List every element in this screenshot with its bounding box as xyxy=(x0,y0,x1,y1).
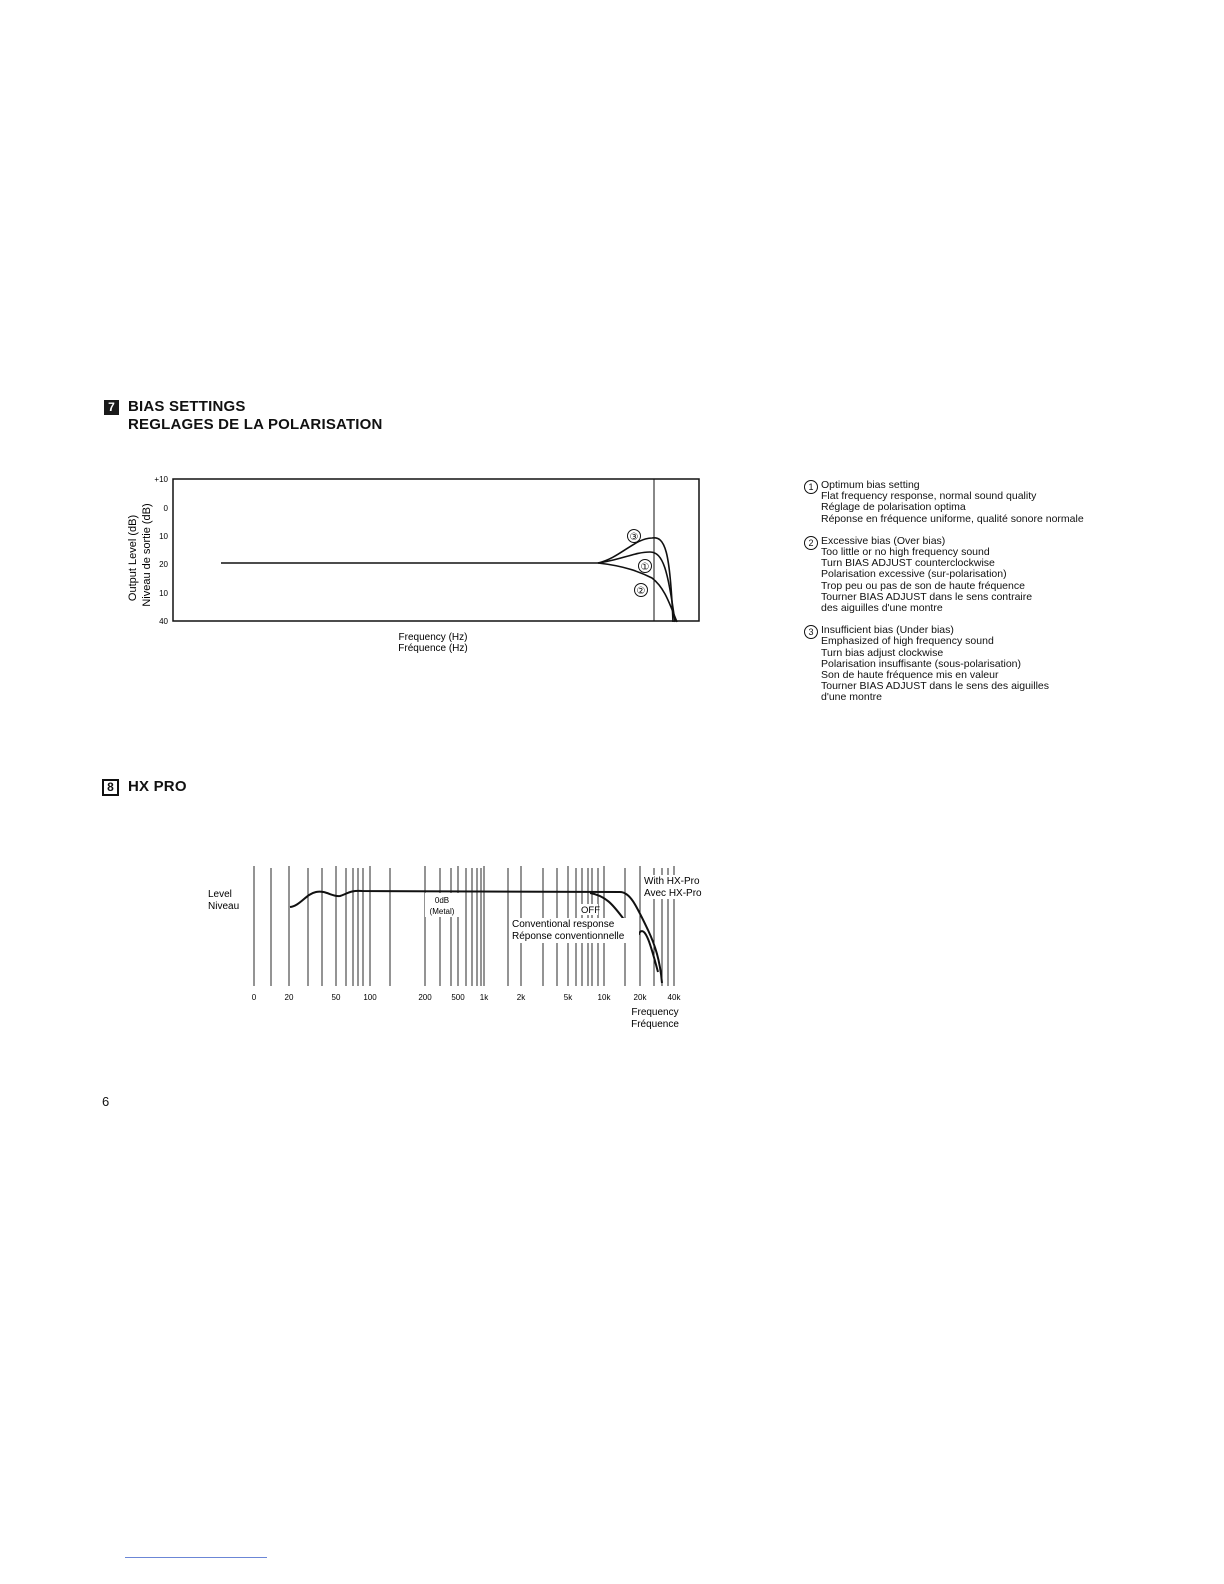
bias-marker-1-label: ① xyxy=(641,562,650,573)
bias-legend-line: Turn bias adjust clockwise xyxy=(821,646,944,659)
hx-x-tick: 0 xyxy=(252,993,257,1002)
section-7-title-en: BIAS SETTINGS xyxy=(128,398,246,415)
bias-curve-2-over xyxy=(597,562,678,623)
hx-x-tick: 500 xyxy=(451,993,465,1002)
bias-legend-item-2: 2 Excessive bias (Over bias) Too little … xyxy=(804,534,1114,615)
hx-x-tick: 5k xyxy=(564,993,573,1002)
bias-legend-line: Emphasized of high frequency sound xyxy=(821,635,994,648)
hx-x-tick: 200 xyxy=(418,993,432,1002)
hx-ref-label: 0dB xyxy=(435,896,449,905)
bias-y-tick: 20 xyxy=(159,560,168,569)
bias-y-tick: 0 xyxy=(164,504,169,513)
bias-legend-line: Excessive bias (Over bias) xyxy=(821,534,946,547)
bias-y-tick: 10 xyxy=(159,589,168,598)
hx-level-en: Level xyxy=(208,889,232,900)
bias-legend: 1 Optimum bias setting Flat frequency re… xyxy=(804,479,1114,704)
bias-legend-line: Too little or no high frequency sound xyxy=(821,546,990,559)
section-8-number: 8 xyxy=(102,779,119,796)
hx-x-label-en: Frequency xyxy=(631,1007,678,1018)
bias-legend-item-3: 3 Insufficient bias (Under bias) Emphasi… xyxy=(804,625,1114,703)
bias-legend-line: Trop peu ou pas de son de haute fréquenc… xyxy=(821,579,1025,592)
section-8-title: HX PRO xyxy=(128,778,187,795)
bias-y-label-fr: Niveau de sortie (dB) xyxy=(141,503,153,606)
bias-legend-line: Insufficient bias (Under bias) xyxy=(821,624,954,637)
hx-x-tick: 40k xyxy=(668,993,682,1002)
hx-x-tick: 20k xyxy=(634,993,648,1002)
hx-x-tick: 1k xyxy=(480,993,489,1002)
bias-y-tick: 40 xyxy=(159,617,168,626)
bias-settings-chart: +10 0 10 20 10 40 Output Level (dB) Nive… xyxy=(127,475,700,654)
bias-marker-2-label: ② xyxy=(637,586,646,597)
page-number: 6 xyxy=(102,1094,110,1109)
bias-legend-line: Turn BIAS ADJUST counterclockwise xyxy=(821,557,995,570)
bias-legend-marker-2: 2 xyxy=(804,535,818,550)
bias-legend-line: Polarisation excessive (sur-polarisation… xyxy=(821,568,1007,581)
bias-legend-marker-1: 1 xyxy=(804,480,818,494)
hx-grid-lines xyxy=(253,866,675,986)
hx-x-tick: 100 xyxy=(363,993,377,1002)
bottom-underline xyxy=(125,1557,267,1558)
bias-legend-line: d'une montre xyxy=(821,691,882,704)
hx-off-label: OFF xyxy=(581,905,600,916)
hx-with-hxpro-en: With HX-Pro xyxy=(644,876,700,887)
bias-x-label-fr: Fréquence (Hz) xyxy=(398,643,467,654)
bias-y-label-en: Output Level (dB) xyxy=(127,515,139,601)
bias-curve-3-under xyxy=(597,537,674,623)
bias-legend-line: Réponse en fréquence uniforme, qualité s… xyxy=(821,512,1084,525)
hx-ref-sub: (Metal) xyxy=(430,907,455,916)
hx-x-tick: 20 xyxy=(285,993,294,1002)
bias-legend-line: Polarisation insuffisante (sous-polarisa… xyxy=(821,657,1021,670)
hx-x-tick: 50 xyxy=(332,993,341,1002)
bias-chart-frame xyxy=(172,478,700,622)
hx-conventional-fr: Réponse conventionnelle xyxy=(512,931,625,942)
hx-with-hxpro-fr: Avec HX-Pro xyxy=(644,888,702,899)
bias-legend-line: Flat frequency response, normal sound qu… xyxy=(821,490,1037,503)
bias-marker-3: ③ xyxy=(627,529,641,543)
bias-y-tick: 10 xyxy=(159,532,168,541)
section-7-number: 7 xyxy=(104,400,119,415)
bias-marker-2: ② xyxy=(634,583,648,597)
hx-curve-with-hxpro xyxy=(289,889,663,984)
hx-conventional-en: Conventional response xyxy=(512,919,615,930)
bias-legend-item-1: 1 Optimum bias setting Flat frequency re… xyxy=(804,479,1114,525)
hx-x-label-fr: Fréquence xyxy=(631,1019,679,1030)
section-7-title-fr: REGLAGES DE LA POLARISATION xyxy=(128,416,383,433)
bias-legend-marker-3: 3 xyxy=(804,625,818,640)
bias-legend-line: des aiguilles d'une montre xyxy=(821,602,943,615)
bias-legend-line: Son de haute fréquence mis en valeur xyxy=(821,669,999,682)
hx-level-fr: Niveau xyxy=(208,901,239,912)
bias-marker-3-label: ③ xyxy=(630,532,639,543)
bias-legend-line: Réglage de polarisation optima xyxy=(821,501,966,514)
hx-x-tick: 2k xyxy=(517,993,526,1002)
bias-marker-1: ① xyxy=(638,559,652,573)
bias-legend-line: Tourner BIAS ADJUST dans le sens contrai… xyxy=(821,590,1033,603)
bias-curve-1-optimum xyxy=(597,551,676,623)
bias-legend-line: Tourner BIAS ADJUST dans le sens des aig… xyxy=(821,680,1050,693)
hx-x-tick: 10k xyxy=(598,993,612,1002)
bias-legend-line: Optimum bias setting xyxy=(821,479,920,491)
bias-x-label-en: Frequency (Hz) xyxy=(399,632,468,643)
bias-y-tick: +10 xyxy=(154,475,168,484)
hx-pro-chart: Level Niveau 0dB (Metal) OFF Conventiona… xyxy=(208,866,710,1030)
